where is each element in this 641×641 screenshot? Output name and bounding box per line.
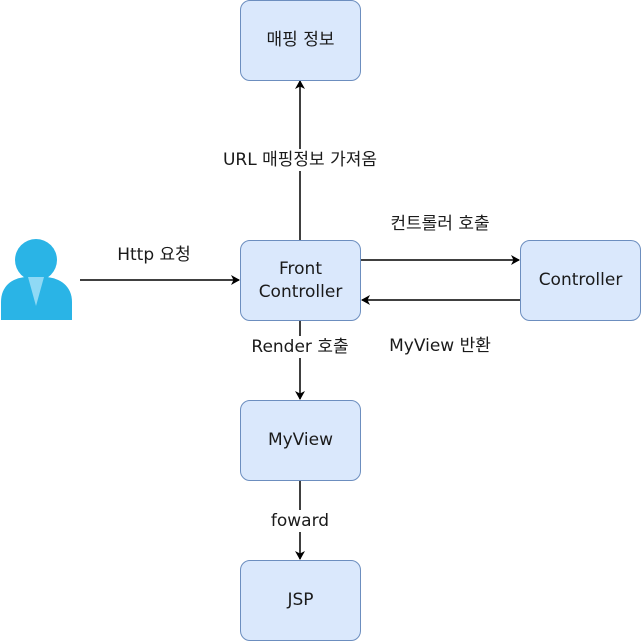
node-myview[interactable]: MyView	[240, 400, 361, 481]
node-mapping-info[interactable]: 매핑 정보	[240, 0, 361, 81]
node-front-controller[interactable]: Front Controller	[240, 240, 361, 321]
node-controller[interactable]: Controller	[520, 240, 641, 321]
label-myview-return: MyView 반환	[389, 336, 491, 356]
label-render-call: Render 호출	[240, 336, 360, 358]
node-jsp[interactable]: JSP	[240, 560, 361, 641]
label-http-request: Http 요청	[117, 245, 191, 265]
label-forward: foward	[260, 510, 340, 532]
label-url-mapping: URL 매핑정보 가져옴	[200, 149, 400, 171]
user-icon	[1, 239, 72, 320]
label-controller-call: 컨트롤러 호출	[390, 214, 490, 234]
